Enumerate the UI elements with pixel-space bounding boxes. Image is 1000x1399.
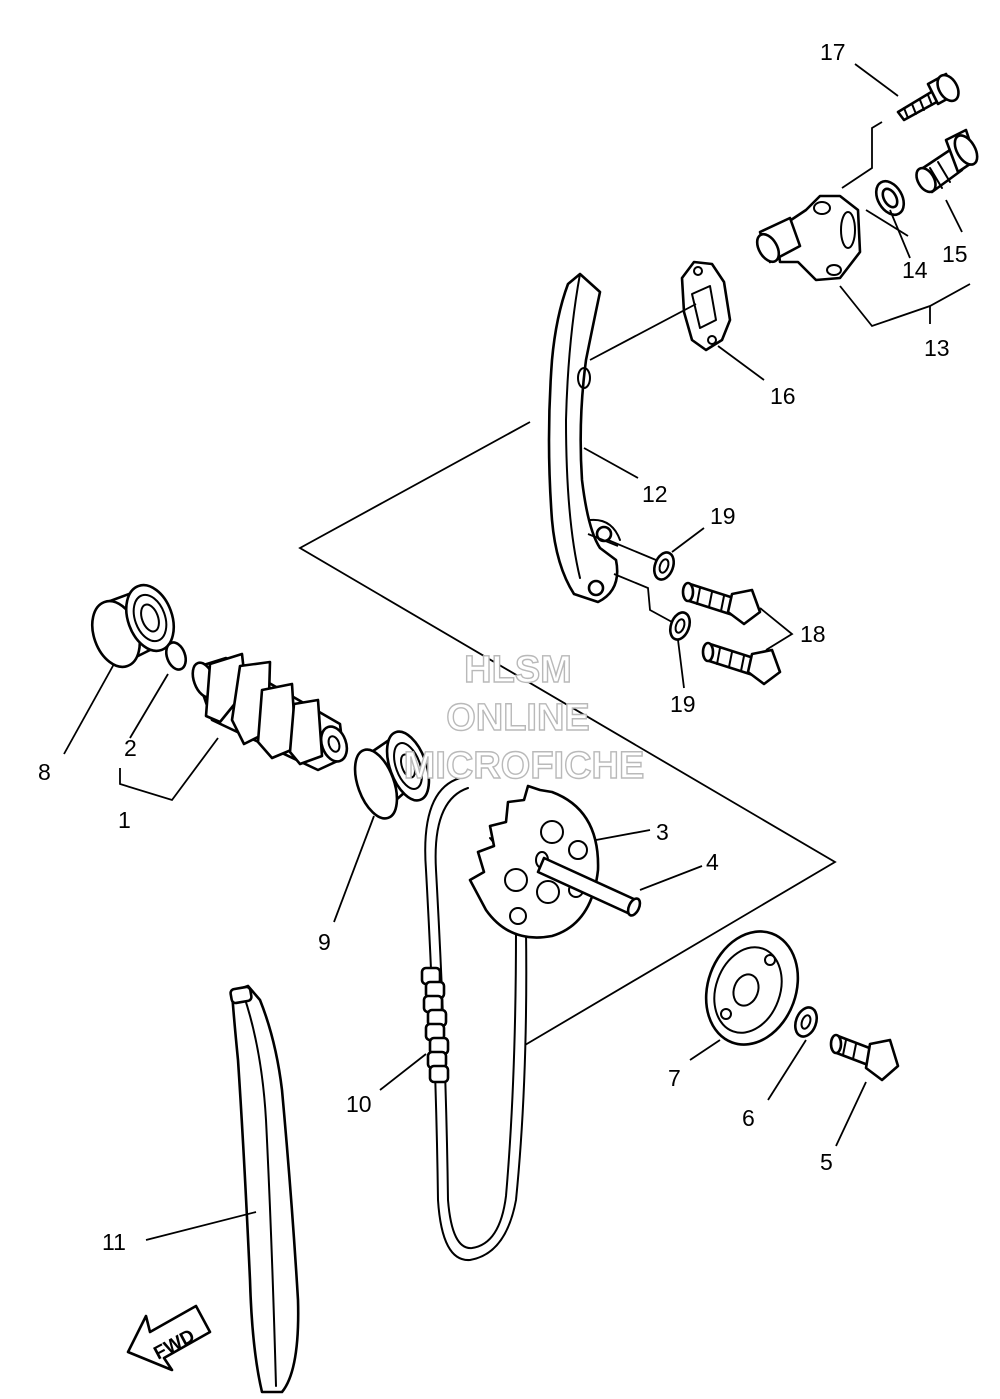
callout-8: 8 — [38, 759, 51, 785]
tensioner-gasket-16 — [680, 260, 732, 352]
bolt-18-upper — [681, 581, 762, 626]
washer-19-upper — [652, 551, 676, 581]
washer-19-lower — [668, 611, 692, 641]
gasket-14 — [874, 179, 906, 217]
washer-6 — [793, 1006, 819, 1038]
cam-sprocket-3 — [468, 784, 600, 939]
callout-11: 11 — [102, 1229, 126, 1255]
plate-7 — [704, 930, 800, 1046]
watermark-line-3: MICROFICHE — [404, 745, 645, 787]
callout-14: 14 — [902, 257, 928, 283]
callout-7: 7 — [668, 1065, 681, 1091]
bearing-9 — [353, 730, 432, 820]
plug-bolt-15 — [915, 128, 979, 194]
leader-lines — [63, 63, 971, 1241]
assembly-frame-lines — [298, 421, 837, 1046]
bolt-18-lower — [701, 641, 782, 686]
callout-5: 5 — [820, 1149, 833, 1175]
dowel-pin-4 — [536, 856, 642, 917]
chain-guide-12 — [547, 272, 621, 604]
callout-18: 18 — [800, 621, 826, 647]
watermark: HLSM ONLINE MICROFICHE — [403, 648, 645, 787]
watermark-line-1: HLSM — [464, 649, 572, 691]
callout-1: 1 — [118, 807, 131, 833]
chain-links — [420, 966, 450, 1084]
timing-chain-10 — [420, 777, 528, 1262]
fwd-arrow: FWD — [126, 1304, 212, 1372]
camshaft-1 — [191, 652, 349, 772]
callout-19-lower: 19 — [670, 691, 696, 717]
chain-tensioner-13 — [755, 194, 862, 282]
callout-2: 2 — [124, 735, 137, 761]
bolt-17 — [896, 72, 960, 122]
chain-guide-11 — [229, 984, 300, 1394]
callout-9: 9 — [318, 929, 331, 955]
callout-12: 12 — [642, 481, 668, 507]
callout-19-upper: 19 — [710, 503, 736, 529]
o-ring-2 — [164, 641, 188, 671]
bolt-5 — [829, 1033, 900, 1082]
callout-15: 15 — [942, 241, 968, 267]
callout-13: 13 — [924, 335, 950, 361]
bearing-8 — [90, 583, 176, 669]
callout-numbers: 17 14 15 13 16 12 19 18 19 8 2 1 3 4 9 7… — [38, 39, 968, 1255]
callout-4: 4 — [706, 849, 719, 875]
callout-3: 3 — [656, 819, 669, 845]
callout-16: 16 — [770, 383, 796, 409]
callout-10: 10 — [346, 1091, 372, 1117]
callout-6: 6 — [742, 1105, 755, 1131]
callout-17: 17 — [820, 39, 846, 65]
watermark-line-2: ONLINE — [446, 697, 590, 739]
